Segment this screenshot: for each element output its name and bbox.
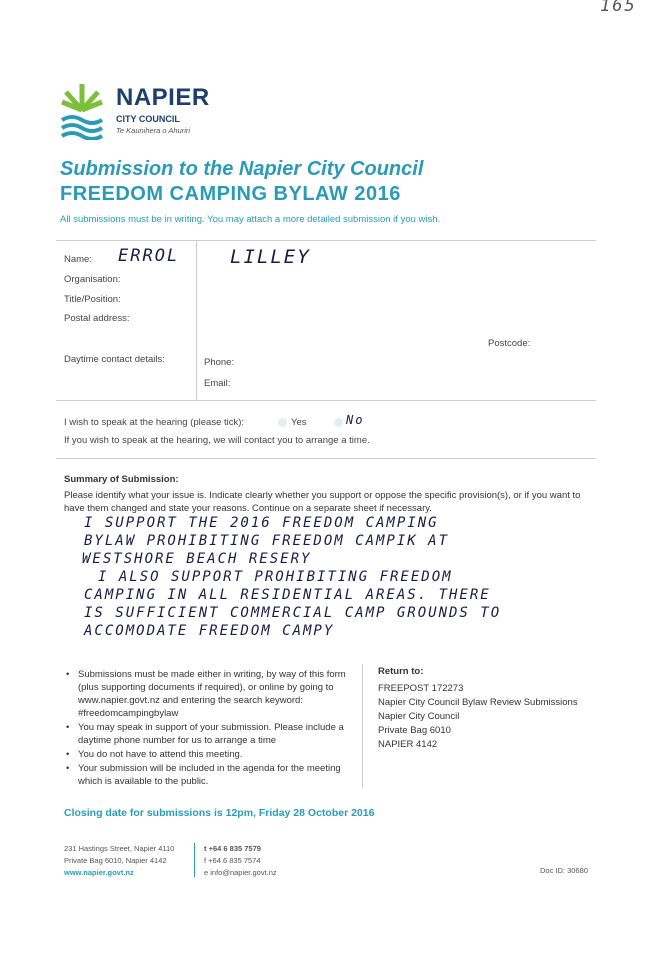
form-top-border xyxy=(56,240,596,241)
hearing-question: I wish to speak at the hearing (please t… xyxy=(64,417,245,428)
info-bullets: Submissions must be made either in writi… xyxy=(64,668,354,789)
logo-tagline: Te Kaunihera o Ahuriri xyxy=(116,126,191,135)
summary-heading: Summary of Submission: xyxy=(64,474,179,485)
logo-subtitle: CITY COUNCIL xyxy=(116,114,180,124)
summary-handwritten[interactable]: I SUPPORT THE 2016 FREEDOM CAMPING BYLAW… xyxy=(82,514,624,640)
handwritten-line: BYLAW PROHIBITING FREEDOM CAMPIK AT xyxy=(84,533,450,549)
form-bottom-border xyxy=(56,400,596,401)
bullet-item: Submissions must be made either in writi… xyxy=(64,668,354,720)
return-divider xyxy=(362,664,363,788)
handwritten-line: IS SUFFICIENT COMMERCIAL CAMP GROUNDS TO xyxy=(84,605,502,621)
title-position-label: Title/Position: xyxy=(64,294,121,305)
doc-id: Doc ID: 30680 xyxy=(540,866,588,875)
return-address-line: Napier City Council xyxy=(378,711,460,722)
no-label: No xyxy=(346,413,365,427)
napier-logo: NAPIER CITY COUNCIL Te Kaunihera o Ahuri… xyxy=(58,80,218,140)
footer-contact: t +64 6 835 7579 f +64 6 835 7574 e info… xyxy=(204,843,277,879)
organisation-label: Organisation: xyxy=(64,274,121,285)
handwritten-line: I SUPPORT THE 2016 FREEDOM CAMPING xyxy=(84,515,439,531)
no-checkbox[interactable] xyxy=(334,418,343,427)
bullet-item: You do not have to attend this meeting. xyxy=(64,748,354,761)
return-to-heading: Return to: xyxy=(378,666,424,677)
closing-date: Closing date for submissions is 12pm, Fr… xyxy=(64,807,375,819)
name-first-value[interactable]: ERROL xyxy=(118,246,180,266)
postcode-label: Postcode: xyxy=(488,338,531,349)
form-divider xyxy=(196,240,197,400)
footer-website-link[interactable]: www.napier.govt.nz xyxy=(64,868,134,877)
hearing-note: If you wish to speak at the hearing, we … xyxy=(64,435,370,446)
return-address-line: FREEPOST 172273 xyxy=(378,683,464,694)
return-address: FREEPOST 172273 Napier City Council Byla… xyxy=(378,682,578,752)
bullet-item: You may speak in support of your submiss… xyxy=(64,721,354,747)
bullet-item: Your submission will be included in the … xyxy=(64,762,354,788)
footer-private-bag: Private Bag 6010, Napier 4142 xyxy=(64,856,167,865)
page-number: 165 xyxy=(600,0,637,16)
summary-top-border xyxy=(56,458,596,459)
handwritten-line: ACCOMODATE FREEDOM CAMPY xyxy=(84,623,335,639)
yes-label: Yes xyxy=(291,417,307,428)
handwritten-line: CAMPING IN ALL RESIDENTIAL AREAS. THERE xyxy=(84,587,491,603)
footer-address: 231 Hastings Street, Napier 4110 Private… xyxy=(64,843,174,879)
logo-name: NAPIER xyxy=(116,84,210,111)
yes-checkbox[interactable] xyxy=(278,418,287,427)
title-line-1: Submission to the Napier City Council xyxy=(60,158,424,180)
phone-label: Phone: xyxy=(204,357,235,368)
handwritten-line: WESTSHORE BEACH RESERY xyxy=(82,551,312,567)
footer-fax: f +64 6 835 7574 xyxy=(204,856,261,865)
footer-divider xyxy=(194,843,195,877)
title-line-2: FREEDOM CAMPING BYLAW 2016 xyxy=(60,183,401,205)
footer-email[interactable]: e info@napier.govt.nz xyxy=(204,868,277,877)
name-last-value[interactable]: LILLEY xyxy=(230,246,311,268)
daytime-contact-label: Daytime contact details: xyxy=(64,354,165,365)
email-label: Email: xyxy=(204,378,231,389)
name-label: Name: xyxy=(64,254,92,265)
footer-street: 231 Hastings Street, Napier 4110 xyxy=(64,844,175,853)
postal-address-label: Postal address: xyxy=(64,313,130,324)
return-address-line: Private Bag 6010 xyxy=(378,725,451,736)
return-address-line: NAPIER 4142 xyxy=(378,739,438,750)
intro-text: All submissions must be in writing. You … xyxy=(60,214,441,225)
napier-logo-icon xyxy=(60,84,104,140)
handwritten-line: I ALSO SUPPORT PROHIBITING FREEDOM xyxy=(98,569,453,585)
footer-phone: t +64 6 835 7579 xyxy=(204,844,261,853)
summary-instructions: Please identify what your issue is. Indi… xyxy=(64,490,581,514)
return-address-line: Napier City Council Bylaw Review Submiss… xyxy=(378,697,578,708)
